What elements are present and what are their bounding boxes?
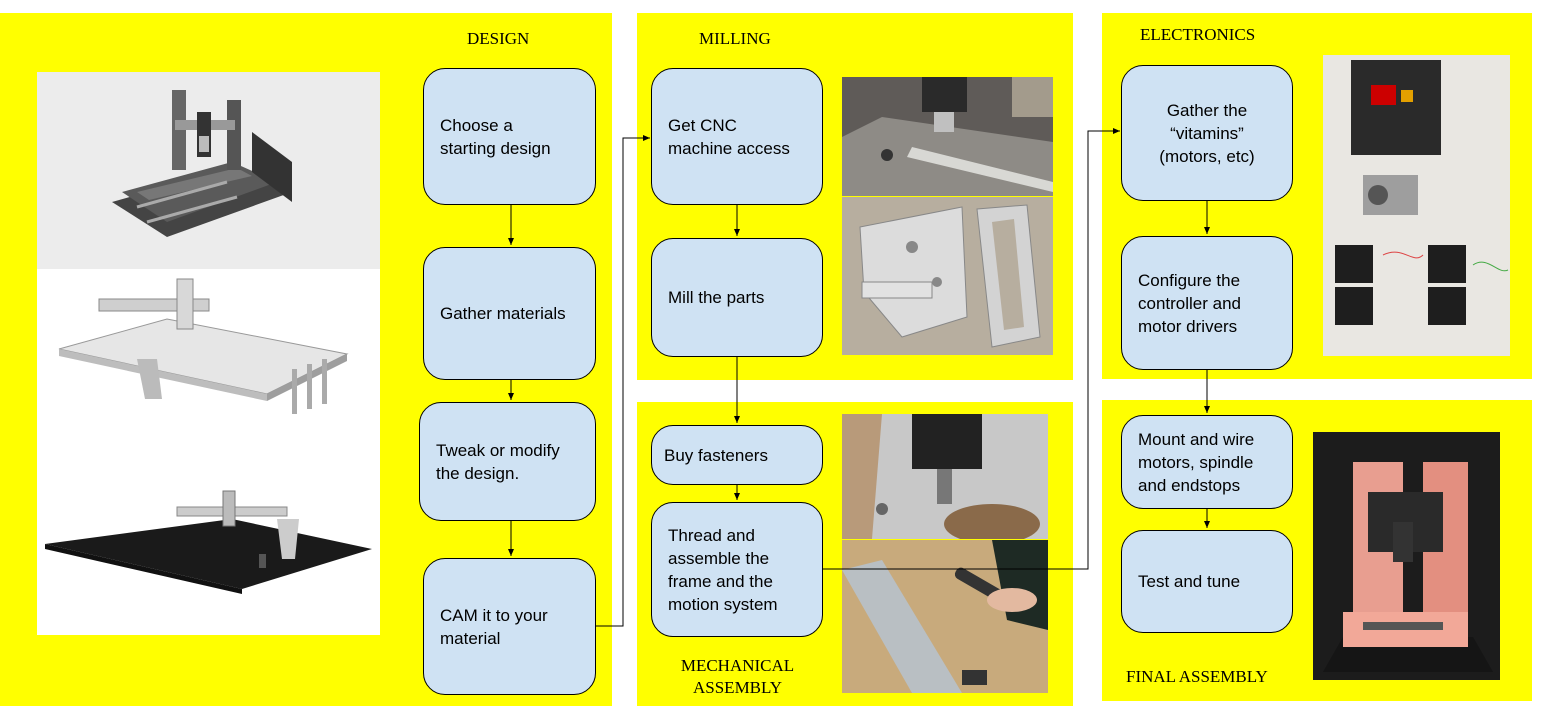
step-gather-materials[interactable]: Gather materials: [423, 247, 596, 380]
electronics-section-title: ELECTRONICS: [1140, 25, 1256, 44]
step-cam-material[interactable]: CAM it to your material: [423, 558, 596, 695]
vitamins-motors-photo: [1323, 55, 1510, 356]
milling-section-title: MILLING: [699, 29, 771, 48]
final-assembly-section-title: FINAL ASSEMBLY: [1126, 667, 1268, 686]
large-gantry-router-render-image: [37, 269, 380, 449]
desktop-cnc-render-image: [37, 72, 380, 269]
step-mill-parts[interactable]: Mill the parts: [651, 238, 823, 357]
step-test-and-tune[interactable]: Test and tune: [1121, 530, 1293, 633]
step-tweak-design[interactable]: Tweak or modify the design.: [419, 402, 596, 521]
step-mount-wire-motors[interactable]: Mount and wire motors, spindle and endst…: [1121, 415, 1293, 509]
long-bed-cnc-render-image: [37, 449, 380, 635]
drilling-photo: [842, 414, 1048, 539]
step-choose-starting-design[interactable]: Choose a starting design: [423, 68, 596, 205]
cnc-milling-photo: [842, 77, 1053, 196]
step-gather-vitamins[interactable]: Gather the “vitamins” (motors, etc): [1121, 65, 1293, 201]
step-buy-fasteners[interactable]: Buy fasteners: [651, 425, 823, 485]
step-thread-assemble-frame[interactable]: Thread and assemble the frame and the mo…: [651, 502, 823, 637]
milled-aluminum-parts-photo: [842, 197, 1053, 355]
frame-assembly-photo: [842, 540, 1048, 693]
finished-cnc-machine-photo: [1313, 432, 1500, 680]
step-configure-controller[interactable]: Configure the controller and motor drive…: [1121, 236, 1293, 370]
design-section-title: DESIGN: [467, 29, 530, 48]
mechanical-assembly-section-title: MECHANICAL ASSEMBLY: [680, 656, 795, 697]
step-get-cnc-access[interactable]: Get CNC machine access: [651, 68, 823, 205]
